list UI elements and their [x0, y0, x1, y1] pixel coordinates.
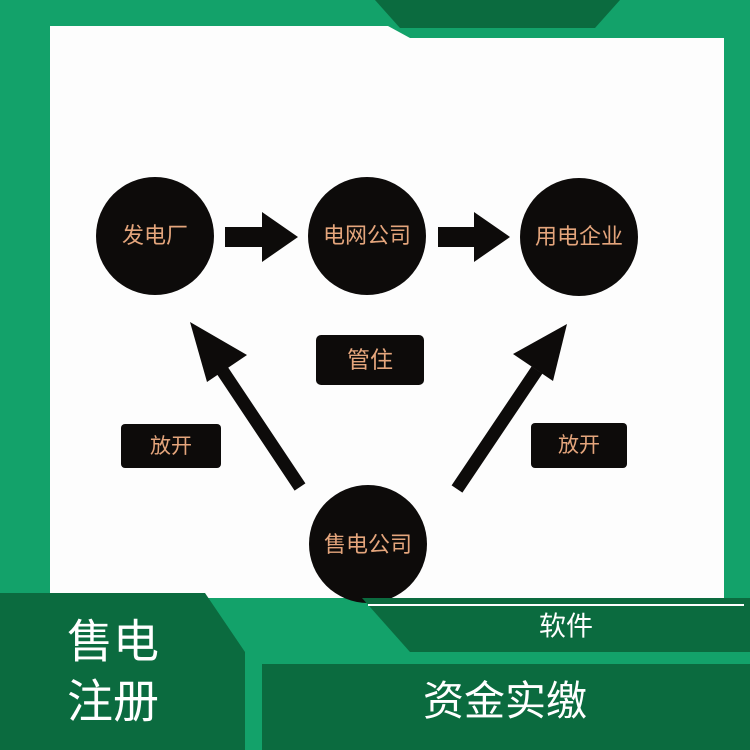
node-retail-company-label: 售电公司	[324, 533, 412, 558]
node-consumer-label: 用电企业	[535, 225, 623, 250]
top-tab-shape	[375, 0, 620, 28]
label-liberalized-left-text: 放开	[150, 434, 192, 458]
arrow-retail-to-consumer	[451, 324, 567, 493]
footer-tag-text: 软件	[539, 612, 593, 643]
label-liberalized-right-text: 放开	[558, 433, 600, 457]
label-regulated-text: 管住	[347, 348, 393, 374]
node-consumer: 用电企业	[520, 178, 638, 296]
footer-tag-bar	[362, 598, 750, 652]
footer-left-block	[0, 593, 245, 750]
node-power-plant-label: 发电厂	[122, 224, 188, 249]
footer-title-line2: 注册	[67, 675, 159, 729]
footer-title-line1: 售电	[67, 615, 159, 669]
arrow-grid-to-consumer	[438, 212, 510, 262]
arrow-plant-to-grid	[225, 212, 298, 262]
label-regulated: 管住	[316, 335, 424, 385]
node-grid-company: 电网公司	[308, 177, 426, 295]
arrow-retail-to-plant	[190, 322, 306, 491]
label-liberalized-left: 放开	[121, 424, 221, 468]
node-retail-company: 售电公司	[309, 485, 427, 603]
node-power-plant: 发电厂	[96, 177, 214, 295]
label-liberalized-right: 放开	[531, 423, 627, 468]
footer-main-text: 资金实缴	[423, 677, 587, 725]
node-grid-company-label: 电网公司	[323, 224, 411, 249]
footer-main-bar	[262, 664, 750, 750]
